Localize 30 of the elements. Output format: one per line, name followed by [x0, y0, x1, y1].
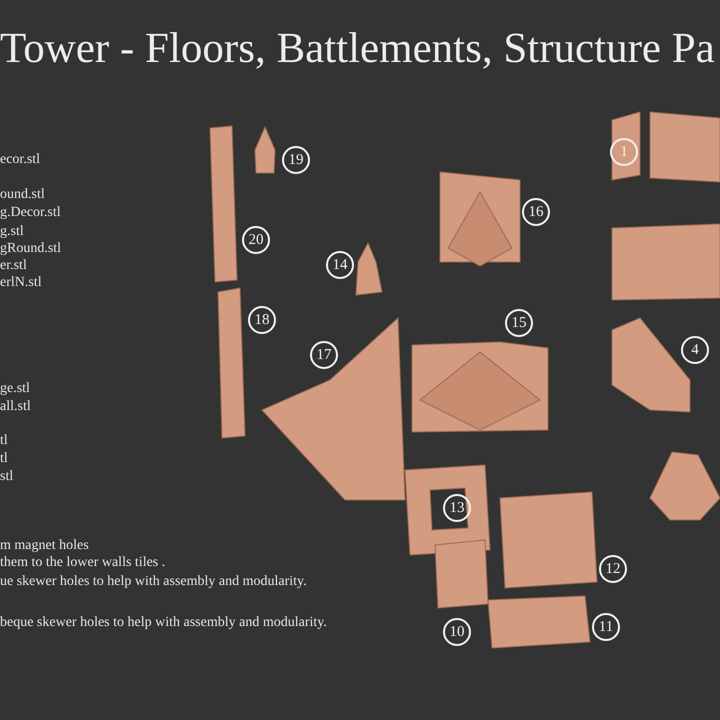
callout-number: 18	[248, 306, 276, 334]
note-text: ue skewer holes to help with assembly and modularity.	[0, 574, 307, 590]
file-name: er.stl	[0, 258, 27, 274]
file-name: g.stl	[0, 224, 24, 240]
note-text: beque skewer holes to help with assembly and modularity.	[0, 615, 327, 631]
callout-number: 15	[505, 309, 533, 337]
file-name: ound.stl	[0, 187, 45, 203]
file-name: ecor.stl	[0, 152, 40, 168]
file-name: g.Decor.stl	[0, 205, 61, 221]
file-name: erlN.stl	[0, 275, 42, 291]
callout-number: 16	[522, 198, 550, 226]
file-name: gRound.stl	[0, 241, 62, 257]
file-name: ge.stl	[0, 381, 30, 397]
callout-number: 4	[681, 336, 709, 364]
file-name: stl	[0, 469, 14, 485]
note-text: them to the lower walls tiles .	[0, 555, 166, 571]
callout-number: 10	[443, 618, 471, 646]
note-text: m magnet holes	[0, 538, 89, 554]
callout-number: 17	[310, 341, 338, 369]
callout-number: 12	[599, 555, 627, 583]
file-name: tl	[0, 451, 8, 467]
callout-number: 20	[242, 226, 270, 254]
callout-number: 1	[610, 138, 638, 166]
callout-number: 13	[443, 494, 471, 522]
callout-number: 11	[592, 613, 620, 641]
callout-number: 19	[282, 146, 310, 174]
title: Tower - Floors, Battlements, Structure Pa	[0, 24, 715, 74]
file-name: tl	[0, 433, 8, 449]
callout-number: 14	[326, 251, 354, 279]
file-name: all.stl	[0, 399, 31, 415]
